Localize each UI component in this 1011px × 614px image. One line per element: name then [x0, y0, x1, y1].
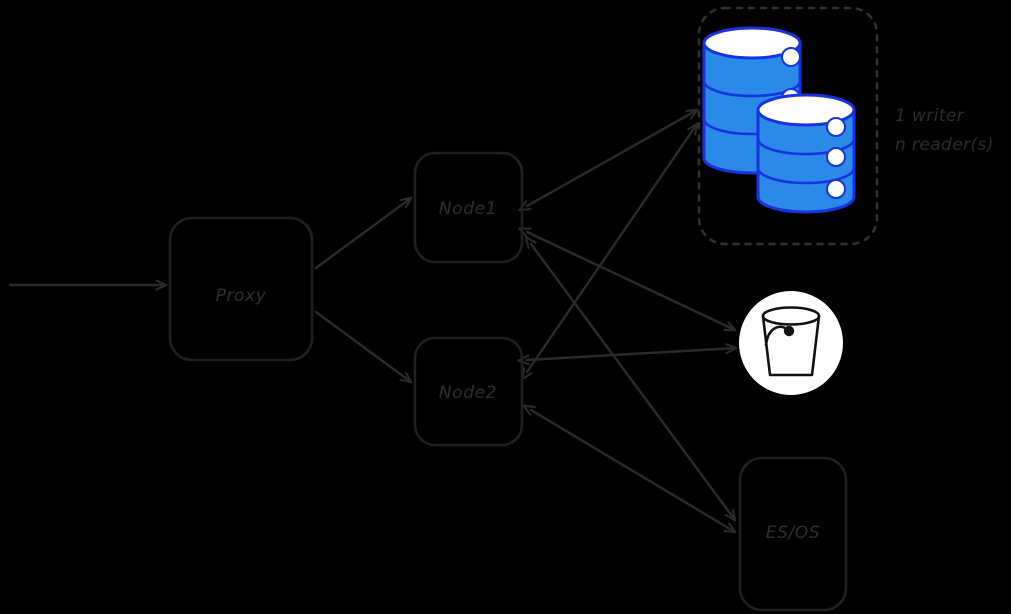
bucket-handle-knob — [783, 325, 795, 337]
bucket-icon — [761, 306, 821, 377]
edge-layer — [8, 110, 736, 532]
bucket-background-circle — [739, 291, 843, 395]
database-group-boundary — [697, 6, 879, 246]
edge-node1-to-esos — [531, 244, 735, 520]
edge-node2-to-database — [527, 124, 697, 372]
edge-node1-to-database — [527, 110, 697, 206]
node2-box[interactable] — [413, 336, 524, 447]
esos-label: ES/OS — [766, 523, 820, 543]
esos-node[interactable]: ES/OS — [738, 456, 848, 612]
proxy-node[interactable]: Proxy — [168, 216, 314, 362]
database-annotation: 1 writer n reader(s) — [895, 106, 994, 155]
node2-label: Node2 — [439, 383, 497, 403]
edge-proxy-to-node1 — [314, 198, 411, 270]
annotation-line-2: n reader(s) — [895, 135, 994, 155]
edge-node2-to-esos — [531, 410, 735, 532]
annotation-line-1: 1 writer — [895, 106, 965, 126]
proxy-box[interactable] — [168, 216, 314, 362]
edge-node2-to-bucket — [527, 348, 736, 360]
node1-label: Node1 — [439, 199, 497, 219]
edge-proxy-to-node2 — [314, 310, 411, 382]
node1-box[interactable] — [413, 151, 524, 264]
node2-node[interactable]: Node2 — [413, 336, 524, 447]
database-cluster[interactable] — [697, 6, 879, 246]
node1-node[interactable]: Node1 — [413, 151, 524, 264]
object-storage-bucket[interactable] — [739, 291, 843, 395]
proxy-label: Proxy — [216, 286, 267, 306]
database-reader-icon[interactable] — [756, 93, 856, 214]
esos-box[interactable] — [738, 456, 848, 612]
